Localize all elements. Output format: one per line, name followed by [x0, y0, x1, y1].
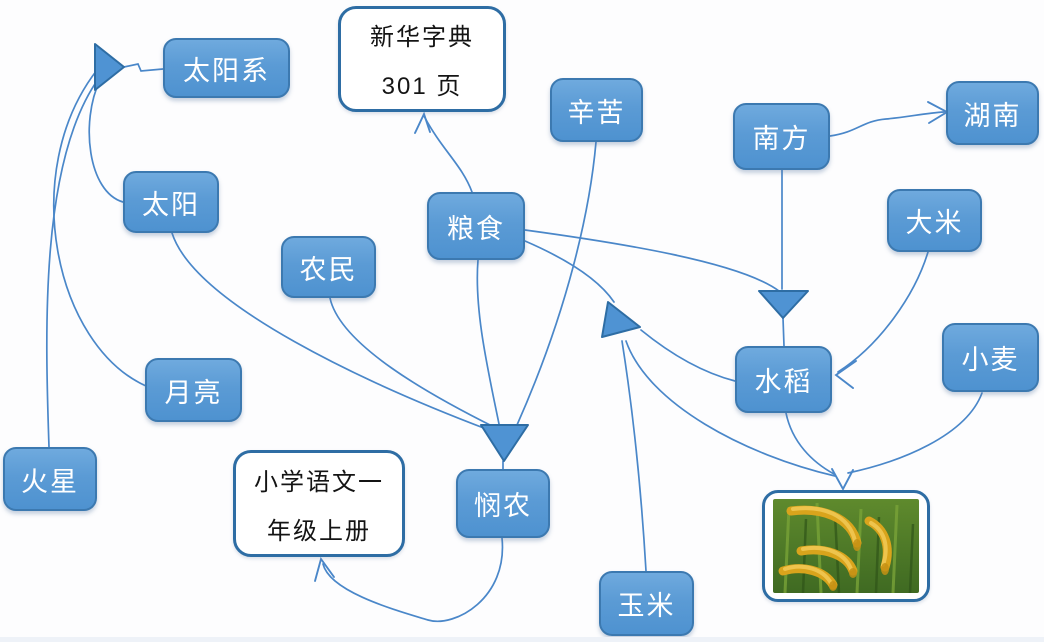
rice-photo-node[interactable] [762, 490, 930, 602]
node-farmer[interactable]: 农民 [281, 236, 376, 298]
node-label: 太阳 [142, 189, 200, 220]
callout-textbook[interactable]: 小学语文一 年级上册 [233, 450, 405, 557]
node-label: 南方 [752, 124, 811, 154]
bottom-edge-strip [0, 637, 1044, 642]
edge-paddy-to-photo [785, 412, 835, 475]
triangle-grain-examples [601, 301, 641, 338]
callout-line1: 小学语文一 [254, 468, 384, 496]
node-label: 悯农 [474, 491, 532, 521]
node-label: 粮食 [447, 213, 505, 244]
edge-triangle-to-solarsystem [123, 63, 164, 72]
edge-grain-to-dictionary [423, 115, 473, 193]
edge-rice-to-paddy [837, 251, 929, 373]
rice-photo [773, 499, 919, 593]
edge-south-to-hunan [829, 111, 945, 137]
node-label: 辛苦 [567, 97, 626, 128]
node-mars[interactable]: 火星 [3, 447, 97, 511]
node-wheat[interactable]: 小麦 [942, 323, 1039, 392]
edge-paddytriangle-stem [782, 317, 785, 347]
arrowhead-dictionary [414, 111, 431, 134]
edge-grain-to-paddy [524, 229, 780, 292]
arrowhead-textbook [314, 556, 335, 582]
node-rice-grain[interactable]: 大米 [887, 189, 982, 252]
edge-corn-to-grain [621, 340, 647, 572]
callout-line2: 年级上册 [267, 517, 371, 545]
callout-line1: 新华字典 [370, 24, 474, 51]
node-label: 水稻 [754, 367, 813, 397]
node-label: 太阳系 [183, 55, 270, 86]
node-hardship[interactable]: 辛苦 [550, 78, 643, 142]
edge-sun-to-minnong [171, 232, 490, 431]
node-sun[interactable]: 太阳 [123, 171, 219, 233]
node-label: 农民 [299, 254, 358, 285]
triangle-solar-system [94, 43, 125, 91]
node-moon[interactable]: 月亮 [145, 358, 242, 422]
node-label: 火星 [21, 466, 79, 497]
edge-grain-to-triangle4 [524, 240, 615, 303]
node-hunan[interactable]: 湖南 [946, 81, 1039, 145]
node-corn[interactable]: 玉米 [599, 571, 694, 636]
edge-farmer-to-minnong [329, 297, 495, 428]
edge-moon-to-solarsystem [52, 69, 147, 387]
callout-dictionary[interactable]: 新华字典 301 页 [338, 6, 506, 112]
edge-hardship-to-minnong [516, 141, 597, 426]
arrowhead-paddy [834, 360, 857, 389]
node-label: 月亮 [164, 377, 223, 408]
callout-line2: 301 页 [381, 73, 463, 100]
node-label: 湖南 [963, 100, 1022, 131]
edge-triangle4-to-photo [625, 340, 836, 477]
node-solar-system[interactable]: 太阳系 [163, 38, 290, 98]
edge-paddy-to-grain [640, 329, 736, 382]
node-grain[interactable]: 粮食 [427, 192, 525, 260]
edge-mars-to-solarsystem [45, 77, 100, 448]
edge-sun-to-solarsystem [88, 79, 124, 203]
edge-minnong-to-textbook [322, 537, 504, 623]
node-label: 小麦 [961, 345, 1020, 375]
arrowhead-photo [831, 468, 854, 492]
triangle-minnong [480, 424, 529, 462]
node-south[interactable]: 南方 [733, 103, 830, 170]
node-label: 大米 [905, 208, 964, 238]
edge-wheat-to-photo [847, 392, 983, 474]
triangle-paddy [758, 290, 809, 319]
node-label: 玉米 [617, 591, 676, 621]
edge-grain-to-minnong [476, 259, 500, 425]
node-minnong[interactable]: 悯农 [456, 469, 550, 538]
node-paddy-rice[interactable]: 水稻 [735, 346, 832, 413]
